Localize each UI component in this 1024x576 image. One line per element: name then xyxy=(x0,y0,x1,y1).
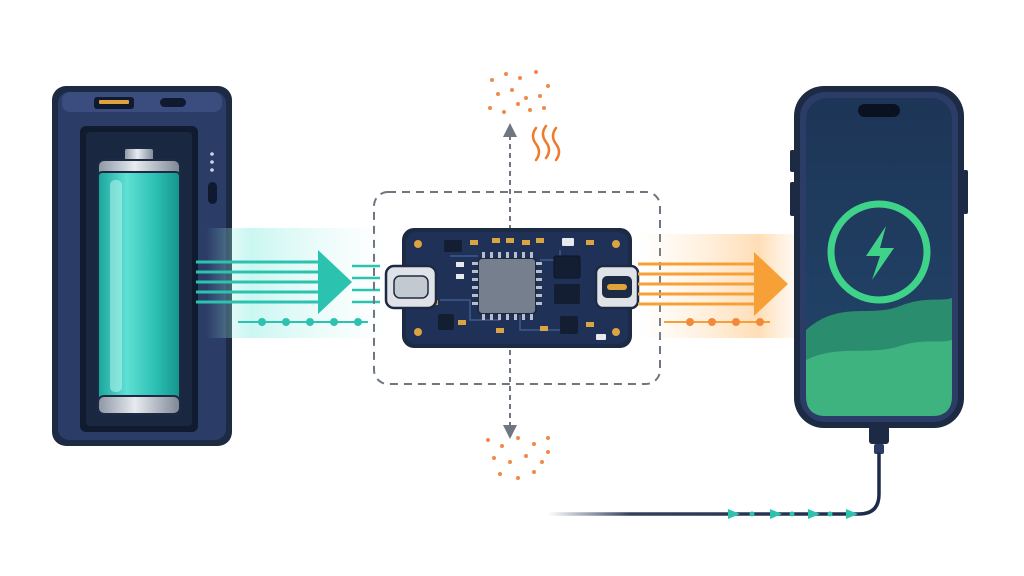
controller-chip xyxy=(477,257,537,315)
power-button xyxy=(208,182,217,204)
output-power-flow xyxy=(638,234,810,338)
charge-level-leds xyxy=(210,152,214,172)
usb-c-input-port xyxy=(384,264,438,310)
cable-connector xyxy=(869,426,889,444)
usb-c-port-icon xyxy=(160,98,186,107)
power-bank-icon xyxy=(52,86,232,446)
processing-boundary xyxy=(373,123,661,439)
usb-c-output-port xyxy=(594,264,640,310)
heat-particles-top xyxy=(488,70,550,114)
battery-cell-icon xyxy=(97,147,181,415)
input-power-flow xyxy=(196,228,386,338)
charging-cable xyxy=(546,452,881,519)
lightning-bolt-icon xyxy=(866,226,894,280)
heat-waves-icon xyxy=(531,124,561,162)
phone-notch xyxy=(858,104,900,117)
heat-particles-bottom xyxy=(486,436,550,480)
charging-indicator xyxy=(827,200,931,304)
smartphone-icon xyxy=(790,86,968,454)
input-arrow-head xyxy=(318,250,352,314)
charging-circuit-board-icon xyxy=(384,228,640,348)
output-arrow-head xyxy=(754,252,788,316)
